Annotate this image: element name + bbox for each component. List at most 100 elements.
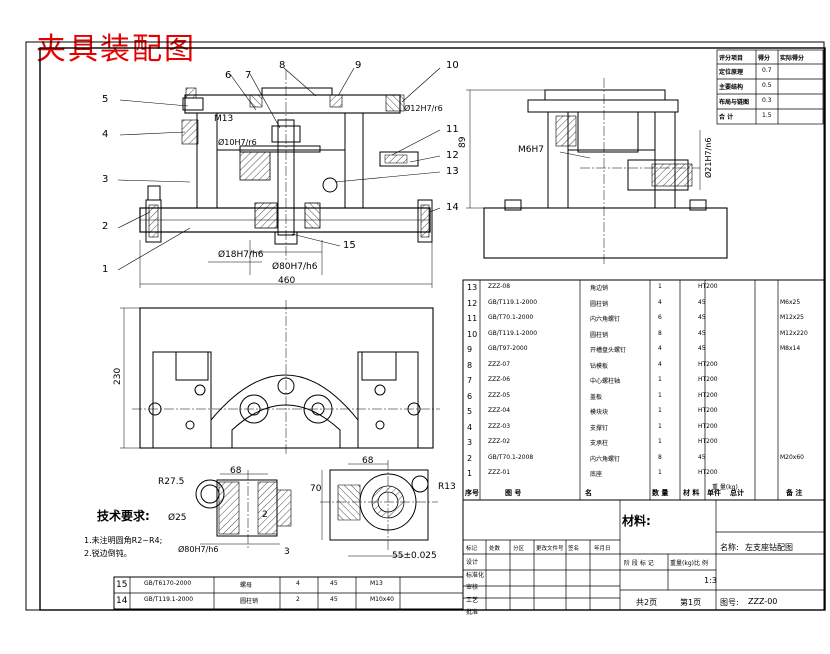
lower-bom-grid (113, 576, 464, 610)
dim-r13: R13 (438, 482, 456, 492)
bom-cell: M12x25 (780, 314, 804, 321)
tech-line-1: 1.未注明圆角R2~R4; (84, 536, 163, 545)
dim-r27: R27.5 (158, 477, 185, 487)
bom-cell: ZZZ-02 (488, 438, 511, 445)
dim-phi12: Ø12H7/r6 (404, 104, 443, 113)
bom-cell: 底座 (590, 471, 603, 478)
lower-bom-cell: M10x40 (370, 596, 394, 603)
dim-phi21: Ø21H7/n6 (704, 137, 713, 178)
dim-phi80: Ø80H7/h6 (272, 262, 318, 272)
score-cell: 0.5 (762, 82, 772, 89)
lower-bom-cell: 圆柱销 (240, 598, 259, 605)
tech-line-2: 2.锐边倒钝。 (84, 549, 132, 558)
bom-cell: 13 (467, 283, 478, 292)
bom-cell: GB/T97-2000 (488, 345, 528, 352)
bom-cell: 4 (658, 345, 662, 352)
tb-row-label: 更改文件号 (536, 546, 564, 552)
bom-cell: ZZZ-07 (488, 360, 511, 368)
bom-cell: HT200 (698, 360, 718, 368)
bom-cell: 4 (467, 422, 473, 432)
tb-left-label: 工艺 (466, 596, 479, 604)
bom-cell: 圆柱销 (590, 331, 609, 339)
bom-header: 备 注 (786, 489, 803, 497)
bom-cell: 45 (698, 453, 706, 461)
score-cell: 1.5 (762, 112, 772, 119)
top-view (120, 300, 440, 456)
score-cell: 合 计 (719, 114, 734, 121)
bom-cell: HT200 (698, 391, 718, 399)
dim-68b: 68 (362, 456, 374, 466)
score-cell: 定位原理 (719, 69, 744, 76)
tb-left-label: 设计 (466, 559, 479, 566)
bom-cell: 5 (467, 407, 473, 416)
callout-8: 8 (279, 60, 286, 71)
bom-cell: 11 (467, 314, 478, 323)
bom-cell: 8 (658, 453, 662, 461)
dim-70: 70 (310, 484, 322, 494)
callout-3: 3 (102, 174, 109, 185)
bom-weight-header: 重 量(kg) (712, 484, 738, 491)
lower-bom-cell: M13 (370, 580, 383, 587)
dim-89: 89 (458, 136, 468, 148)
dim-3: 3 (284, 547, 290, 557)
score-cell: 0.3 (762, 97, 772, 104)
title-block-grid (462, 499, 826, 611)
bom-cell: ZZZ-03 (488, 422, 511, 430)
callout-leaders (117, 67, 441, 271)
bom-cell: 45 (698, 329, 706, 337)
bom-cell: 45 (698, 345, 706, 352)
lower-bom-cell: 45 (330, 596, 338, 603)
lower-bom-cell: 4 (296, 580, 300, 587)
bom-cell: 1 (658, 391, 662, 399)
sheet-border (25, 41, 825, 611)
callout-12: 12 (446, 150, 459, 161)
bom-cell: 盖板 (590, 393, 603, 401)
lower-bom-cell: 2 (296, 596, 300, 603)
bom-cell: M12x220 (780, 329, 808, 337)
bom-cell: 45 (698, 314, 706, 321)
bom-cell: HT200 (698, 422, 718, 430)
bom-cell: HT200 (698, 283, 718, 290)
sheet-current: 第1页 (680, 598, 702, 607)
bom-cell: 4 (658, 298, 662, 306)
score-header: 评分项目 (719, 55, 744, 62)
callout-9: 9 (355, 60, 362, 71)
detail-section-right (320, 460, 438, 557)
part-name: 左支座钻配图 (745, 543, 793, 552)
dim-55: 55±0.025 (392, 551, 437, 561)
bom-header: 序号 (465, 489, 479, 497)
drawing-title: 夹具装配图 (36, 32, 196, 67)
bom-cell: GB/T119.1-2000 (488, 329, 538, 337)
drawing-no: ZZZ-00 (748, 597, 778, 606)
tb-row-label: 分区 (513, 546, 525, 552)
bom-cell: 12 (467, 298, 478, 308)
callout-10: 10 (446, 60, 459, 71)
bom-cell: 支撑钉 (590, 424, 609, 432)
front-view (139, 70, 433, 288)
bom-cell: 1 (658, 407, 662, 414)
bom-cell: 内六角螺钉 (590, 316, 621, 323)
detail-section-left (195, 470, 292, 548)
lower-bom-cell: 14 (116, 596, 128, 606)
bom-cell: 1 (658, 422, 662, 430)
bom-cell: 2 (467, 453, 473, 463)
callout-11: 11 (446, 124, 459, 135)
bom-cell: 3 (467, 438, 473, 447)
side-view (466, 78, 728, 265)
bom-cell: GB/T119.1-2000 (488, 298, 538, 306)
dim-2: 2 (262, 510, 268, 520)
bom-cell: 1 (467, 469, 473, 478)
bom-cell: 9 (467, 345, 473, 354)
callout-4: 4 (102, 129, 109, 140)
bom-header: 总计 (730, 489, 744, 497)
scale-value: 1:3 (704, 576, 717, 585)
bom-cell: 支承柱 (590, 440, 609, 447)
bom-header: 单件 (707, 489, 721, 497)
bom-cell: 6 (467, 391, 473, 401)
bom-grid (462, 279, 826, 501)
bom-cell: GB/T70.1-2008 (488, 453, 534, 461)
bom-cell: 1 (658, 283, 662, 290)
tb-left-label: 标准化 (466, 571, 485, 579)
bom-cell: 4 (658, 360, 662, 368)
